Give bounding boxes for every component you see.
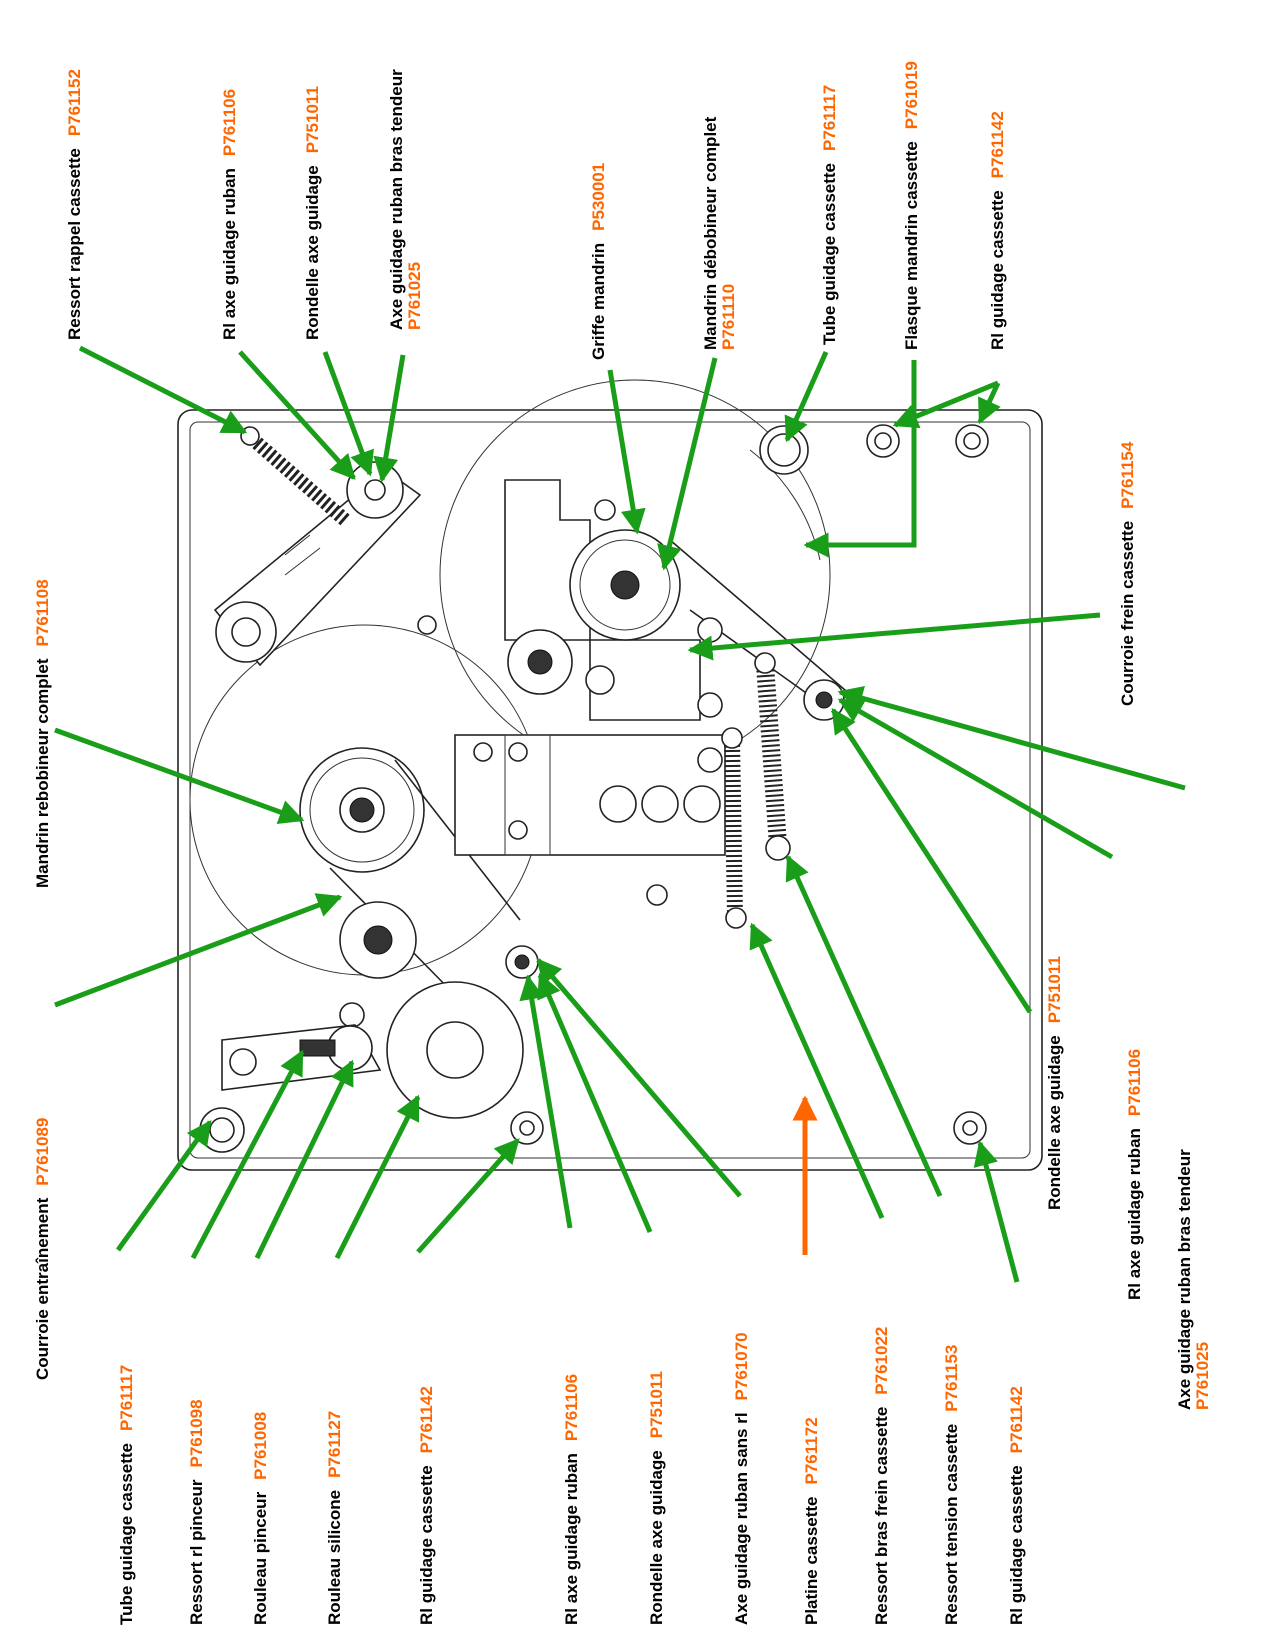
plate-outline	[177, 409, 1043, 1171]
arrow-ressort-bras	[749, 922, 885, 1220]
arrow-rl-axe-right	[837, 697, 1114, 860]
arrow-rl-guidage-bottom-right	[973, 1140, 1020, 1283]
label-tube-guidage-top: Tube guidage cassetteP761117	[820, 85, 839, 345]
label-ressort-bras: Ressort bras frein cassetteP761022	[872, 1327, 891, 1625]
arrow-ressort-rappel	[78, 345, 248, 435]
arrow-tube-guidage-bottom	[115, 1119, 213, 1252]
label-rl-axe-right: Rl axe guidage rubanP761106	[1125, 1049, 1144, 1300]
label-axe-sans-rl: Axe guidage ruban sans rlP761070	[732, 1332, 751, 1625]
labels-top: Ressort rappel cassetteP761152 Rl axe gu…	[65, 61, 1007, 360]
arrow-mandrin-debobineur	[657, 357, 718, 571]
label-courroie-entrainement: Courroie entraînementP761089	[33, 1118, 52, 1380]
label-flasque: Flasque mandrin cassetteP761019	[902, 61, 921, 350]
arrow-rl-guidage-top-1	[892, 380, 999, 429]
label-ressort-tension: Ressort tension cassetteP761153	[942, 1345, 961, 1625]
label-griffe-mandrin: Griffe mandrinP530001	[589, 163, 608, 360]
arrow-axe-bras-right	[837, 685, 1186, 791]
label-mandrin-rebobineur: Mandrin rebobineur completP761108	[33, 579, 52, 888]
label-rondelle-right: Rondelle axe guidageP751011	[1045, 956, 1064, 1210]
arrow-rondelle-top	[322, 351, 374, 477]
label-ressort-rappel: Ressort rappel cassetteP761152	[65, 69, 84, 340]
label-rl-axe-bottom: Rl axe guidage rubanP761106	[562, 1374, 581, 1625]
arrow-flasque	[803, 360, 917, 558]
guide-axis-bottom	[417, 615, 668, 979]
label-rl-guidage-top: Rl guidage cassetteP761142	[988, 111, 1007, 350]
label-rl-axe-top: Rl axe guidage rubanP761106	[220, 89, 239, 340]
label-axe-bras-right: Axe guidage ruban bras tendeur P761025	[1175, 1145, 1212, 1410]
label-rl-guidage-bottom-right: Rl guidage cassetteP761142	[1007, 1386, 1026, 1625]
drive-rollers	[339, 901, 524, 1119]
arrow-rouleau-pinceur	[254, 1059, 355, 1260]
arrow-courroie-entrainement	[54, 893, 343, 1008]
arrow-rondelle-right	[830, 707, 1033, 1014]
arrow-griffe-mandrin	[607, 369, 646, 535]
arrow-axe-bras-top	[373, 354, 406, 483]
arrow-rl-guidage-bottom-mid	[416, 1138, 520, 1254]
label-rouleau-silicone: Rouleau siliconeP761127	[325, 1411, 344, 1625]
arrow-mandrin-rebobineur	[54, 727, 305, 825]
label-tube-guidage-bottom: Tube guidage cassetteP761117	[117, 1365, 136, 1625]
label-rl-guidage-bottom-mid: Rl guidage cassetteP761142	[417, 1386, 436, 1625]
label-platine: Platine cassetteP761172	[802, 1417, 821, 1625]
arrow-axe-sans-rl	[536, 958, 742, 1198]
arrow-rl-axe-bottom	[519, 974, 573, 1229]
arrow-tube-guidage-top	[784, 350, 829, 443]
label-rondelle-bottom: Rondelle axe guidageP751011	[647, 1371, 666, 1625]
arrow-rondelle-bottom	[537, 972, 653, 1233]
arrow-ressort-tension	[785, 854, 943, 1198]
rewinder-mandrel	[299, 747, 521, 1001]
arrow-rl-axe-top	[238, 350, 356, 480]
tension-arm-top	[213, 426, 422, 667]
arrow-ressort-rl-pinceur	[190, 1049, 305, 1260]
center-bracket	[454, 734, 726, 856]
labels-right: Courroie frein cassetteP761154 Axe guida…	[1045, 441, 1212, 1410]
cassette-plate-drawing	[177, 379, 1043, 1171]
arrow-rl-guidage-top-2	[977, 381, 1001, 425]
unwinder-mandrel	[504, 479, 701, 721]
label-rouleau-pinceur: Rouleau pinceurP761008	[251, 1412, 270, 1625]
pointer-arrows	[54, 345, 1186, 1283]
label-ressort-rl-pinceur: Ressort rl pinceurP761098	[187, 1399, 206, 1625]
labels-left: Courroie entraînementP761089 Mandrin reb…	[33, 579, 52, 1380]
arrow-rouleau-silicone	[334, 1094, 421, 1260]
label-axe-bras-top: Axe guidage ruban bras tendeur P761025	[387, 65, 424, 330]
label-mandrin-debobineur: Mandrin débobineur complet P761110	[701, 112, 738, 350]
label-rondelle-top: Rondelle axe guidageP751011	[303, 86, 322, 340]
labels-bottom: Tube guidage cassetteP761117 Ressort rl …	[117, 1327, 1026, 1625]
label-courroie-frein: Courroie frein cassetteP761154	[1118, 441, 1137, 706]
arrow-courroie-frein	[687, 612, 1101, 661]
springs-right	[721, 652, 791, 929]
